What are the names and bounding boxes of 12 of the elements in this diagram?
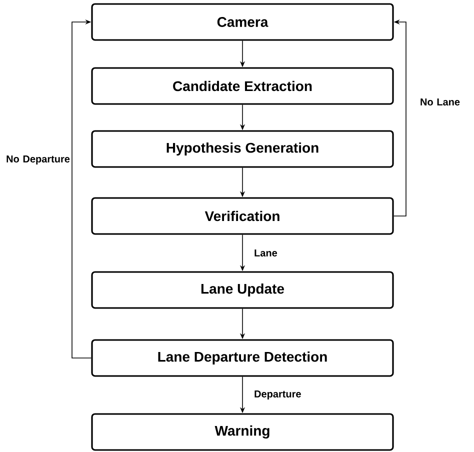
process-box: Warning xyxy=(91,413,394,451)
arrow xyxy=(72,19,92,358)
edge-label: No Departure xyxy=(6,156,70,164)
process-box: Lane Update xyxy=(91,271,394,309)
process-box: Verification xyxy=(91,197,394,235)
edge-label: Departure xyxy=(254,390,301,400)
edge-label: Lane xyxy=(254,250,278,256)
process-box: Candidate Extraction xyxy=(91,67,394,105)
edge-label: No Lane xyxy=(420,98,460,106)
process-box: Hypothesis Generation xyxy=(91,130,394,168)
process-box: Camera xyxy=(91,3,394,41)
process-box: Lane Departure Detection xyxy=(91,339,394,377)
